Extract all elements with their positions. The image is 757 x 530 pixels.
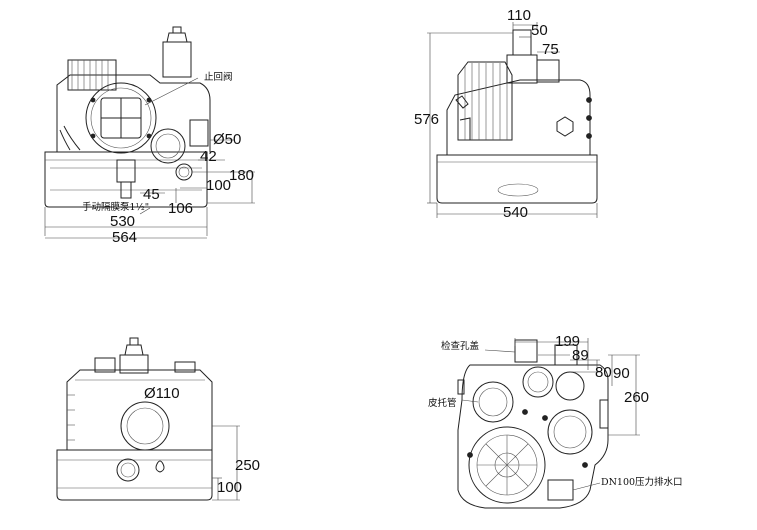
dim-90: 90 — [613, 365, 630, 382]
dim-106: 106 — [168, 200, 193, 217]
dim-180: 180 — [229, 167, 254, 184]
dim-530: 530 — [110, 213, 135, 230]
hand-pump-label: 手动隔膜泵1½" — [82, 201, 149, 213]
dim-260: 260 — [624, 389, 649, 406]
side-view: 110 50 75 576 540 — [414, 7, 598, 221]
dim-540: 540 — [503, 204, 528, 221]
dim-110: 110 — [507, 7, 531, 24]
dim-75: 75 — [542, 41, 559, 58]
check-valve-label: 止回阀 — [204, 71, 233, 83]
dim-89: 89 — [572, 347, 589, 364]
dim-d50: Ø50 — [213, 131, 241, 148]
dim-80: 80 — [595, 364, 612, 381]
dim-45: 45 — [143, 186, 160, 203]
flame-icon — [155, 460, 165, 473]
back-view: Ø110 250 100 — [56, 337, 260, 501]
hex-plug-icon — [556, 116, 574, 137]
dim-50: 50 — [531, 22, 548, 39]
dim-100-back: 100 — [217, 479, 242, 496]
front-view: 止回阀 Ø50 42 180 100 45 106 手动隔膜泵1½" 530 5… — [44, 26, 255, 246]
dim-42: 42 — [200, 148, 217, 165]
dim-250: 250 — [235, 457, 260, 474]
pitot-tube-label: 皮托管 — [428, 397, 457, 409]
outlet-label: DN100压力排水口 — [601, 476, 683, 488]
top-view: 检查孔盖 199 89 80 90 260 皮托管 DN100压力排水口 — [428, 333, 683, 509]
dim-d110: Ø110 — [144, 385, 180, 402]
dim-100: 100 — [206, 177, 231, 194]
dim-199: 199 — [555, 333, 580, 350]
inspection-cover-label: 检查孔盖 — [441, 340, 480, 352]
dim-576: 576 — [414, 111, 439, 128]
dim-564: 564 — [112, 229, 137, 246]
